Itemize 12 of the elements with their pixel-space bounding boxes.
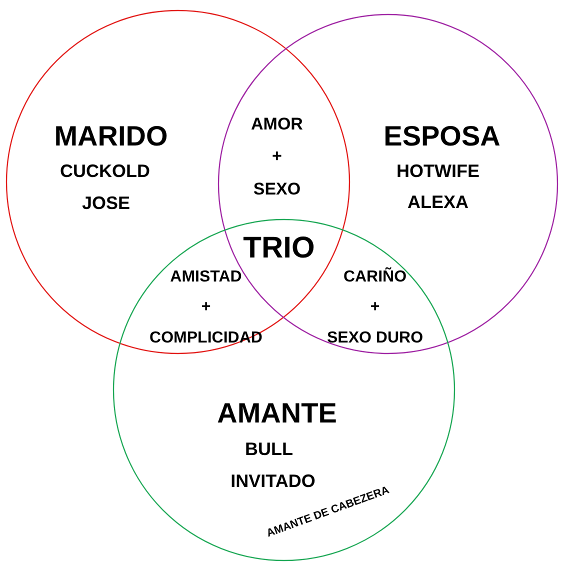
overlap-label: AMOR + SEXO xyxy=(251,114,303,200)
heading: ESPOSA xyxy=(384,122,500,152)
subtitle: CUCKOLD xyxy=(60,162,150,182)
center-label: TRIO xyxy=(243,232,315,264)
subtitle: INVITADO xyxy=(230,472,316,492)
subtitle: HOTWIFE xyxy=(396,162,480,182)
heading: AMANTE xyxy=(217,398,337,430)
subtitle: BULL xyxy=(245,440,293,460)
name-text: ALEXA xyxy=(408,193,468,213)
heading: MARIDO xyxy=(54,122,168,152)
name-text: JOSE xyxy=(82,194,130,214)
overlap-label: CARIÑO + SEXO DURO xyxy=(327,266,423,348)
